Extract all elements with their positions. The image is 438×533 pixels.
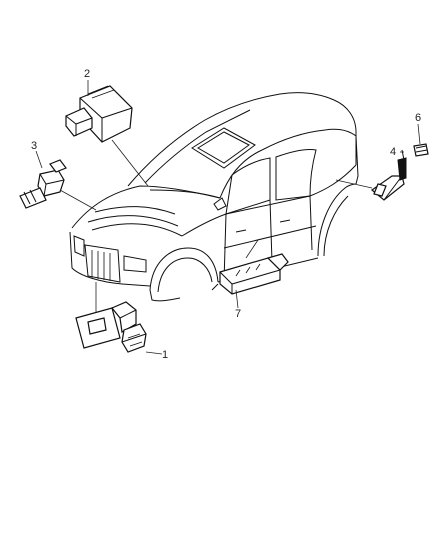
leader-lines — [35, 80, 421, 355]
callout-7: 7 — [235, 308, 241, 320]
part-1-sensor — [75, 301, 147, 353]
callout-1: 1 — [162, 349, 168, 361]
callout-labels: 2 3 1 4 6 7 — [31, 68, 421, 361]
part-7-module — [219, 253, 289, 295]
part-3-sensor — [19, 159, 67, 209]
callout-3: 3 — [31, 140, 37, 152]
part-4-tpms-sensor — [371, 149, 407, 201]
callout-2: 2 — [84, 68, 90, 80]
callout-6: 6 — [415, 112, 421, 124]
part-6-valve-cap — [413, 143, 429, 157]
callout-4: 4 — [390, 146, 396, 158]
part-2-module — [65, 85, 133, 143]
